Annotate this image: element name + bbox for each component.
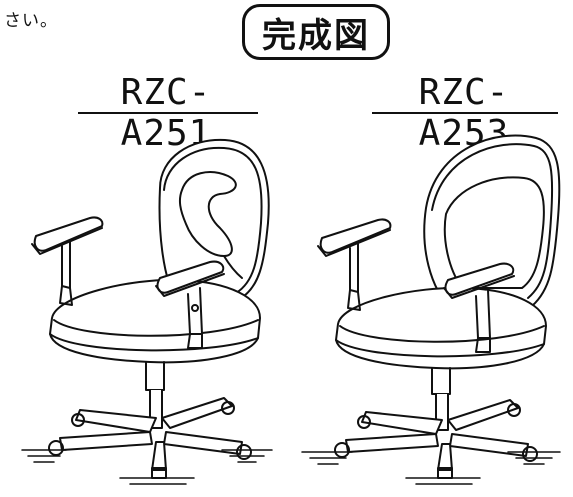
model-label-rzc-a251: RZC-A251 — [120, 72, 212, 154]
chair-illustration-rzc-a251 — [21, 138, 273, 485]
model-underline-left — [78, 112, 258, 114]
chair-illustration-rzc-a253 — [301, 134, 561, 485]
completion-diagram-heading: 完成図 — [242, 4, 390, 60]
instruction-fragment: さい。 — [4, 11, 58, 31]
model-underline-right — [372, 112, 558, 114]
heading-text: 完成図 — [262, 15, 370, 56]
